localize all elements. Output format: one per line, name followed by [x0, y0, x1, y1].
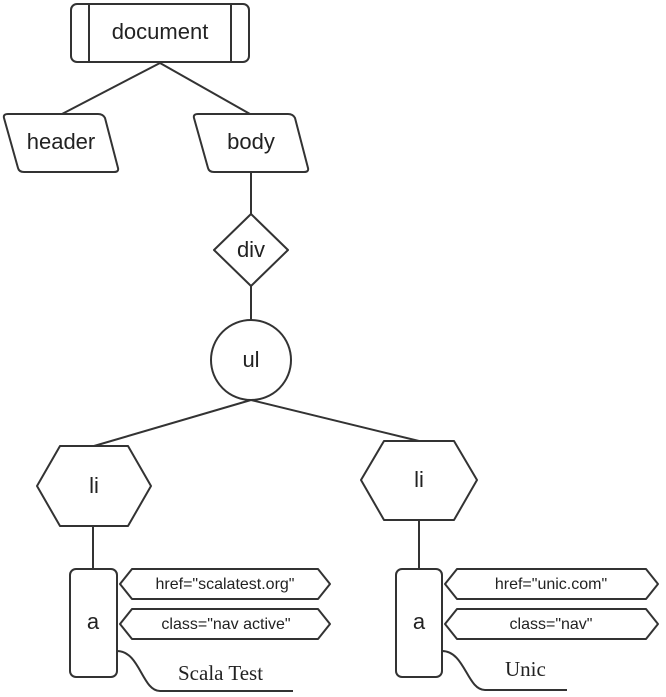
text-node-right: Unic — [441, 650, 567, 691]
edge-ul-li-right — [250, 399, 420, 442]
node-body: body — [192, 113, 310, 173]
attribute-tag-left-class: class="nav active" — [119, 608, 331, 640]
node-a-right: a — [395, 568, 443, 678]
attr-left-class-text: class="nav active" — [161, 616, 290, 633]
text-node-right-label: Unic — [505, 657, 546, 681]
node-div: div — [213, 213, 289, 287]
node-a-left-label: a — [87, 609, 100, 634]
node-li-right: li — [360, 440, 478, 521]
node-header: header — [2, 113, 120, 173]
edge-ul-li-left — [93, 399, 252, 447]
node-div-label: div — [237, 237, 265, 262]
edge-document-body — [159, 62, 251, 115]
tree-edges — [61, 62, 420, 568]
text-node-left: Scala Test — [116, 650, 293, 692]
text-node-left-label: Scala Test — [178, 661, 263, 685]
node-li-left: li — [36, 445, 152, 527]
edge-document-header — [61, 62, 161, 115]
attribute-tag-left-href: href="scalatest.org" — [119, 568, 331, 600]
attribute-tag-right-class: class="nav" — [444, 608, 659, 640]
node-a-left: a — [69, 568, 118, 678]
node-document: document — [70, 3, 250, 63]
node-li-right-label: li — [414, 467, 424, 492]
attribute-tag-right-href: href="unic.com" — [444, 568, 659, 600]
node-li-left-label: li — [89, 473, 99, 498]
attr-right-class-text: class="nav" — [510, 616, 593, 633]
node-document-label: document — [112, 19, 209, 44]
node-body-label: body — [227, 129, 275, 154]
node-a-right-label: a — [413, 609, 426, 634]
attr-left-href-text: href="scalatest.org" — [156, 576, 295, 593]
node-ul: ul — [210, 319, 292, 401]
node-header-label: header — [27, 129, 96, 154]
attr-right-href-text: href="unic.com" — [495, 576, 607, 593]
node-ul-label: ul — [242, 347, 259, 372]
